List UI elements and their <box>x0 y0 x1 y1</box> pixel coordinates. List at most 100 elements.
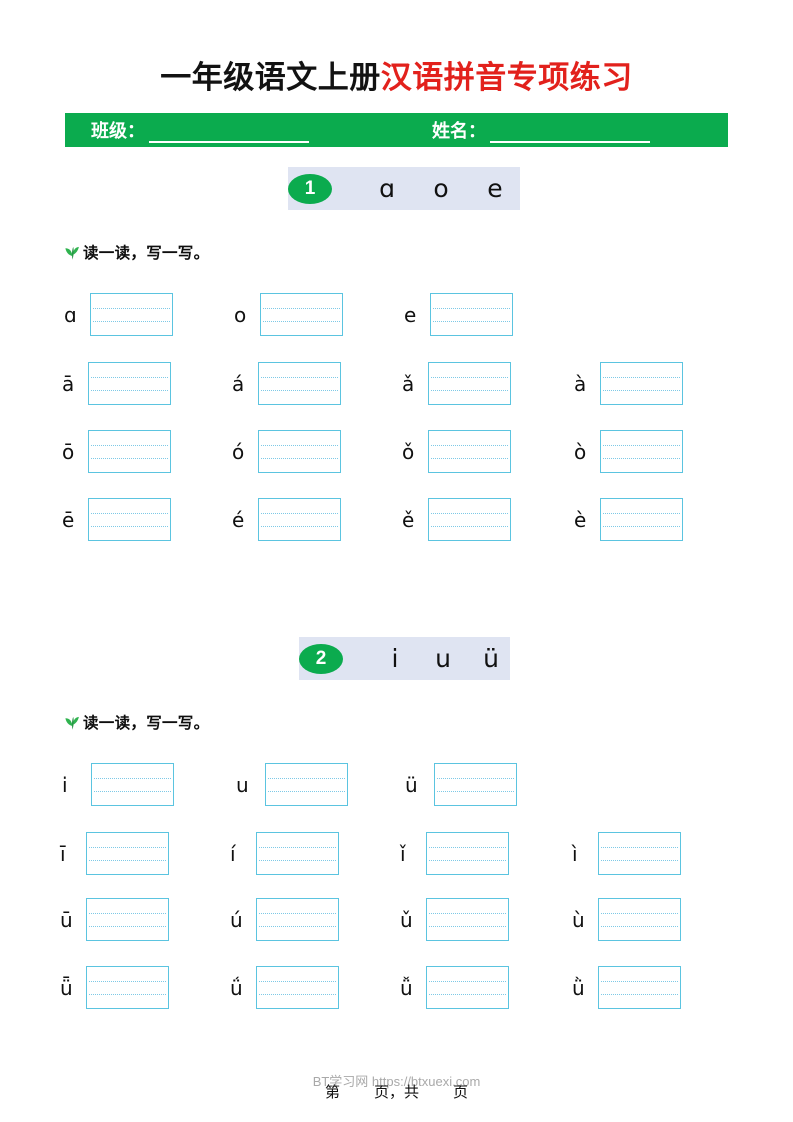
page-number-footer: 第 页，共 页 <box>0 1081 793 1102</box>
practice-cell: ǜ <box>572 966 742 1009</box>
write-box[interactable] <box>430 293 513 336</box>
practice-row: i u ü <box>62 763 574 806</box>
practice-cell: ü <box>405 763 574 806</box>
write-box[interactable] <box>600 430 683 473</box>
write-box[interactable] <box>258 498 341 541</box>
page-prefix: 第 <box>324 1083 340 1101</box>
write-box[interactable] <box>600 362 683 405</box>
practice-row: ō ó ǒ ò <box>62 430 744 473</box>
practice-cell: ú <box>230 898 400 941</box>
section-header-1: 1 ɑ o e <box>288 167 520 210</box>
write-box[interactable] <box>598 898 681 941</box>
practice-letter: ǜ <box>572 975 585 1000</box>
write-box[interactable] <box>256 966 339 1009</box>
practice-letter: è <box>574 507 587 532</box>
write-box[interactable] <box>86 898 169 941</box>
section-number-1: 1 <box>288 173 332 204</box>
instruction-2: 读一读，写一写。 <box>64 711 209 733</box>
page-title-black: 一年级语文上册 <box>160 60 381 96</box>
class-input-blank[interactable] <box>149 123 309 143</box>
practice-cell: í <box>230 832 400 875</box>
practice-letter: ǖ <box>60 975 73 1000</box>
section-letter: i <box>391 644 399 673</box>
practice-cell: ò <box>574 430 744 473</box>
practice-letter: à <box>574 371 587 396</box>
practice-letter: ù <box>572 907 585 932</box>
practice-cell: è <box>574 498 744 541</box>
practice-cell: ǘ <box>230 966 400 1009</box>
section-number-2: 2 <box>299 643 343 674</box>
section-letter: ü <box>483 644 499 673</box>
write-box[interactable] <box>598 966 681 1009</box>
practice-cell: e <box>404 293 574 336</box>
write-box[interactable] <box>265 763 348 806</box>
watermark: BT学习网 https://btxuexi.com <box>312 1074 481 1089</box>
practice-cell: o <box>234 293 404 336</box>
write-box[interactable] <box>88 362 171 405</box>
page-title: 一年级语文上册汉语拼音专项练习 <box>0 52 793 97</box>
class-label: 班级： <box>91 121 145 142</box>
write-box[interactable] <box>598 832 681 875</box>
practice-cell: é <box>232 498 402 541</box>
practice-letter: ǒ <box>402 439 415 464</box>
practice-letter: ě <box>402 507 415 532</box>
practice-cell: i <box>62 763 236 806</box>
page-suffix: 页 <box>453 1083 469 1101</box>
write-box[interactable] <box>88 498 171 541</box>
practice-cell: ɑ <box>64 293 234 336</box>
practice-letter: á <box>232 371 245 396</box>
section-header-2: 2 i u ü <box>299 637 510 680</box>
practice-letter: ɑ <box>64 302 77 327</box>
write-box[interactable] <box>86 966 169 1009</box>
practice-row: ī í ǐ ì <box>60 832 742 875</box>
write-box[interactable] <box>428 430 511 473</box>
practice-letter: ǚ <box>400 975 413 1000</box>
write-box[interactable] <box>86 832 169 875</box>
practice-cell: ō <box>62 430 232 473</box>
write-box[interactable] <box>260 293 343 336</box>
practice-cell: ī <box>60 832 230 875</box>
write-box[interactable] <box>258 430 341 473</box>
write-box[interactable] <box>90 293 173 336</box>
write-box[interactable] <box>256 832 339 875</box>
practice-cell: à <box>574 362 744 405</box>
practice-cell: ó <box>232 430 402 473</box>
write-box[interactable] <box>428 498 511 541</box>
instruction-1: 读一读，写一写。 <box>64 241 209 263</box>
practice-cell: ì <box>572 832 742 875</box>
write-box[interactable] <box>88 430 171 473</box>
practice-cell: ù <box>572 898 742 941</box>
write-box[interactable] <box>258 362 341 405</box>
write-box[interactable] <box>256 898 339 941</box>
write-box[interactable] <box>91 763 174 806</box>
write-box[interactable] <box>434 763 517 806</box>
practice-letter: u <box>236 772 249 797</box>
practice-row: ē é ě è <box>62 498 744 541</box>
practice-letter: í <box>230 841 236 866</box>
section-letters-2: i u ü <box>371 644 515 673</box>
practice-cell: u <box>236 763 405 806</box>
leaf-icon <box>65 716 79 730</box>
write-box[interactable] <box>426 898 509 941</box>
section-letter: u <box>435 644 451 673</box>
practice-cell: ǔ <box>400 898 572 941</box>
practice-letter: ū <box>60 907 73 932</box>
section-letter: e <box>487 174 503 203</box>
practice-row: ǖ ǘ ǚ ǜ <box>60 966 742 1009</box>
leaf-icon <box>65 246 79 260</box>
write-box[interactable] <box>600 498 683 541</box>
write-box[interactable] <box>426 966 509 1009</box>
practice-letter: ú <box>230 907 243 932</box>
page-middle: 页，共 <box>373 1083 419 1101</box>
practice-letter: ǎ <box>402 371 415 396</box>
class-field: 班级： <box>91 117 309 143</box>
section-letter: o <box>433 174 449 203</box>
practice-cell: ǚ <box>400 966 572 1009</box>
practice-letter: ǐ <box>400 841 406 866</box>
student-name-input-blank[interactable] <box>490 123 650 143</box>
practice-cell: ǖ <box>60 966 230 1009</box>
practice-letter: i <box>62 772 68 797</box>
practice-cell: ǐ <box>400 832 572 875</box>
write-box[interactable] <box>426 832 509 875</box>
write-box[interactable] <box>428 362 511 405</box>
